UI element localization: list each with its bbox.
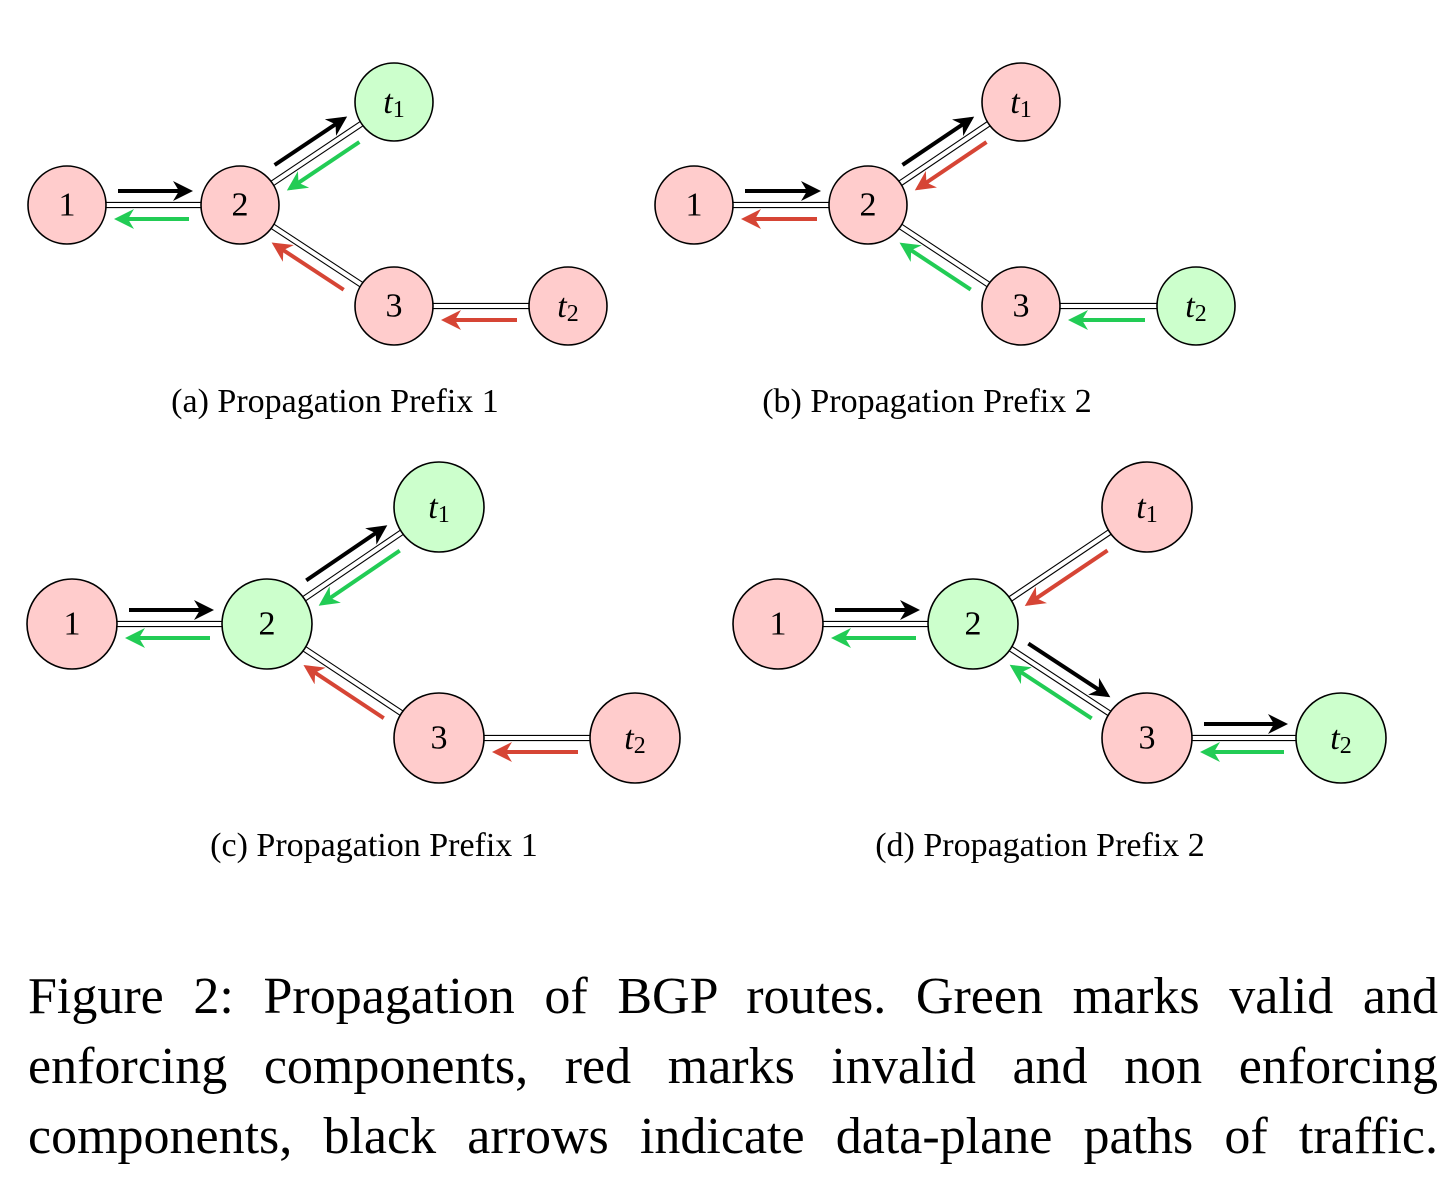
node-label-base: t — [428, 489, 439, 526]
arrow-3-to-2 — [303, 664, 385, 720]
node-t2-circle — [528, 266, 608, 346]
node-3-circle — [354, 266, 434, 346]
node-label-subscript: 1 — [1146, 502, 1158, 528]
node-t2-label: t2 — [1185, 288, 1206, 328]
arrow-3-to-2 — [1009, 664, 1093, 721]
node-3-circle — [1101, 692, 1193, 784]
node-3-circle — [981, 266, 1061, 346]
edge-2-t1 — [1008, 529, 1109, 598]
node-t1-label: t1 — [1136, 489, 1157, 529]
subcaption-b: (b) Propagation Prefix 2 — [762, 383, 1092, 420]
edge-2-3 — [302, 650, 401, 716]
node-label-base: t — [557, 288, 568, 325]
node-t2-circle — [1156, 266, 1236, 346]
node-1-circle — [732, 578, 824, 670]
node-label-subscript: 1 — [1020, 97, 1032, 123]
edge-2-t1 — [302, 529, 401, 597]
node-t2-circle — [589, 692, 681, 784]
node-t2-label: t2 — [624, 720, 645, 760]
node-1-circle — [654, 165, 734, 245]
node-label-subscript: 2 — [634, 733, 646, 759]
node-t2-label: t2 — [557, 288, 578, 328]
node-t2-circle — [1295, 692, 1387, 784]
arrow-2-to-t1 — [305, 525, 388, 583]
node-3-label: 3 — [1139, 720, 1156, 757]
node-2-circle — [927, 578, 1019, 670]
node-1-circle — [27, 165, 107, 245]
figure-caption: Figure 2: Propagation of BGP routes. Gre… — [28, 962, 1438, 1172]
node-3-label: 3 — [431, 720, 448, 757]
node-t1-circle — [1101, 461, 1193, 553]
node-label-subscript: 2 — [1195, 301, 1207, 327]
arrow-2-to-3 — [1027, 641, 1111, 698]
subcaption-a: (a) Propagation Prefix 1 — [171, 383, 499, 420]
caption-line-1: Figure 2: Propagation of BGP routes. Gre… — [28, 968, 1438, 1025]
caption-line-3: components, black arrows indicate data-p… — [28, 1108, 1438, 1165]
edge-2-t1 — [1011, 533, 1112, 602]
node-t1-label: t1 — [1010, 84, 1031, 124]
arrow-t1-to-2 — [286, 140, 361, 191]
node-label-subscript: 2 — [567, 301, 579, 327]
node-t1-circle — [393, 461, 485, 553]
node-2-circle — [221, 578, 313, 670]
edge-2-3 — [270, 228, 361, 288]
node-1-label: 1 — [64, 606, 81, 643]
node-1-label: 1 — [59, 187, 76, 224]
node-2-circle — [828, 165, 908, 245]
node-2-label: 2 — [860, 187, 877, 224]
node-1-circle — [26, 578, 118, 670]
edge-2-3 — [1011, 646, 1112, 712]
node-2-label: 2 — [965, 606, 982, 643]
node-2-label: 2 — [232, 187, 249, 224]
node-1-label: 1 — [770, 606, 787, 643]
edge-2-3 — [305, 646, 404, 712]
arrow-3-to-2 — [899, 242, 972, 292]
arrow-2-to-t1 — [901, 116, 975, 167]
arrow-t1-to-2 — [914, 140, 988, 191]
node-t1-circle — [354, 62, 434, 142]
edge-2-3 — [1008, 650, 1109, 716]
node-1-label: 1 — [686, 187, 703, 224]
edge-2-3 — [273, 223, 364, 283]
node-t1-label: t1 — [383, 84, 404, 124]
node-label-base: t — [1185, 288, 1196, 325]
arrow-2-to-t1 — [273, 116, 348, 167]
node-label-base: t — [383, 84, 394, 121]
node-label-subscript: 1 — [393, 97, 405, 123]
node-label-base: t — [624, 720, 635, 757]
subcaption-d: (d) Propagation Prefix 2 — [875, 827, 1205, 864]
node-label-base: t — [1330, 720, 1341, 757]
arrow-3-to-2 — [271, 242, 345, 292]
edge-2-3 — [901, 223, 991, 283]
node-t2-label: t2 — [1330, 720, 1351, 760]
node-2-label: 2 — [259, 606, 276, 643]
arrow-t1-to-2 — [318, 548, 401, 606]
subcaption-c: (c) Propagation Prefix 1 — [210, 827, 538, 864]
node-3-label: 3 — [1013, 288, 1030, 325]
node-label-subscript: 1 — [438, 502, 450, 528]
arrow-t1-to-2 — [1024, 548, 1109, 607]
node-t1-label: t1 — [428, 489, 449, 529]
caption-line-2: enforcing components, red marks invalid … — [28, 1038, 1438, 1095]
edge-2-3 — [898, 228, 988, 288]
node-2-circle — [200, 165, 280, 245]
node-3-label: 3 — [386, 288, 403, 325]
edge-2-t1 — [305, 534, 404, 602]
node-label-subscript: 2 — [1340, 733, 1352, 759]
node-label-base: t — [1136, 489, 1147, 526]
node-3-circle — [393, 692, 485, 784]
node-t1-circle — [981, 62, 1061, 142]
node-label-base: t — [1010, 84, 1021, 121]
